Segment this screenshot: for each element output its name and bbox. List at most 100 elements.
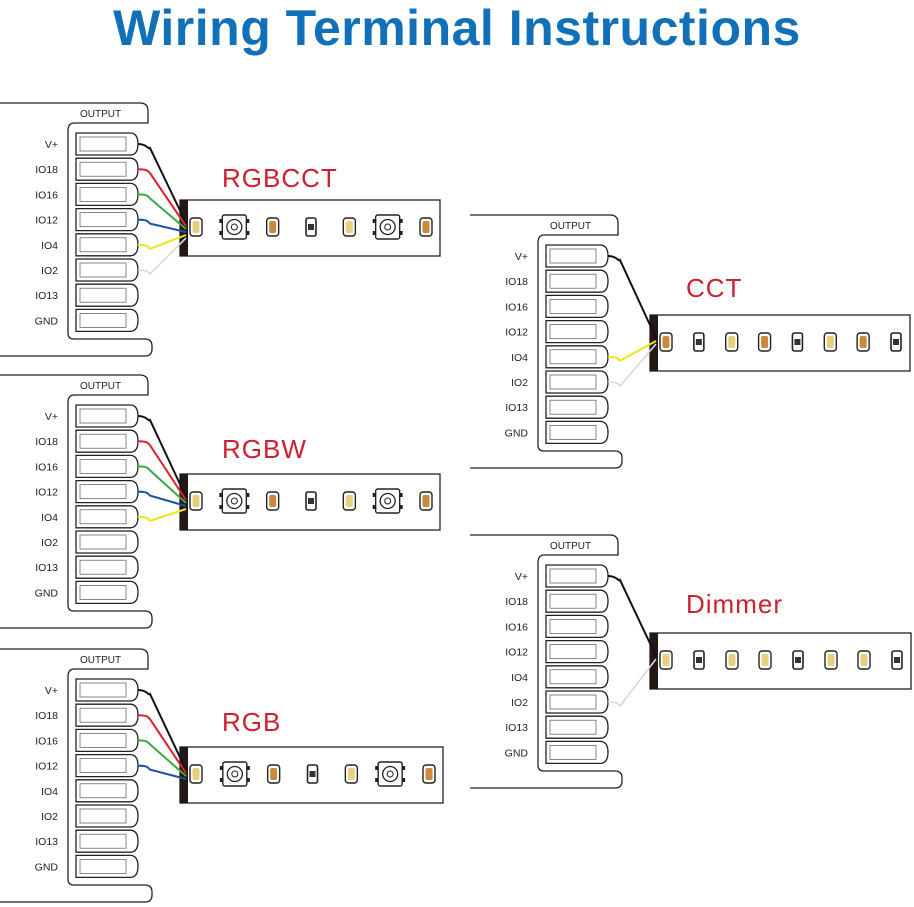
terminal-pin-0 bbox=[75, 404, 139, 428]
pin-label-3: IO12 bbox=[35, 761, 58, 773]
controller-housing bbox=[470, 214, 623, 469]
terminal-pin-3 bbox=[75, 479, 139, 504]
resistor-body-3 bbox=[308, 498, 314, 504]
pin-label-5: IO2 bbox=[511, 377, 528, 389]
terminal-screw-6 bbox=[79, 287, 127, 303]
terminal-pin-4 bbox=[545, 345, 609, 369]
pin-label-6: IO13 bbox=[505, 402, 528, 414]
wire-io18 bbox=[137, 168, 187, 227]
rgb-led-pad-5-0 bbox=[375, 766, 379, 770]
resistor-body-7 bbox=[894, 657, 900, 663]
warm-led-phosphor-2 bbox=[728, 654, 736, 666]
output-label: OUTPUT bbox=[80, 109, 121, 120]
rgb-led-pad-5-0 bbox=[372, 219, 376, 223]
rgb-led-pad-1-3 bbox=[246, 778, 250, 782]
resistor-body-7 bbox=[893, 339, 899, 345]
terminal-screw-1 bbox=[79, 707, 127, 723]
wire-vplus bbox=[607, 255, 657, 339]
rgb-led-pad-1-2 bbox=[246, 493, 250, 497]
rgb-led-pad-5-1 bbox=[372, 231, 376, 235]
pin-label-3: IO12 bbox=[35, 487, 58, 499]
terminal-screw-2 bbox=[549, 619, 597, 634]
amber-led-phosphor-6 bbox=[422, 221, 430, 233]
pin-label-5: IO2 bbox=[41, 811, 58, 823]
wire-vplus bbox=[137, 689, 187, 771]
terminal-screw-5 bbox=[79, 808, 127, 824]
terminal-pin-7 bbox=[545, 420, 609, 445]
pin-label-7: GND bbox=[35, 861, 59, 873]
terminal-pin-2 bbox=[75, 454, 139, 479]
pin-label-6: IO13 bbox=[35, 836, 58, 848]
rgb-led-pad-1-0 bbox=[219, 493, 223, 497]
amber-led-phosphor-6 bbox=[859, 336, 867, 348]
terminal-screw-7 bbox=[79, 585, 127, 600]
terminal-pin-3 bbox=[545, 319, 609, 344]
wire-io16 bbox=[137, 739, 187, 777]
pin-label-7: GND bbox=[505, 427, 529, 439]
resistor-body-3 bbox=[309, 771, 316, 777]
terminal-screw-5 bbox=[549, 374, 597, 390]
terminal-pin-3 bbox=[545, 639, 609, 664]
pin-label-5: IO2 bbox=[41, 265, 58, 277]
terminal-pin-5 bbox=[545, 690, 609, 714]
pin-label-0: V+ bbox=[45, 685, 58, 697]
terminal-screw-3 bbox=[79, 484, 127, 499]
pin-label-1: IO18 bbox=[35, 436, 58, 448]
terminal-pin-7 bbox=[75, 854, 139, 879]
rgb-led-pad-5-1 bbox=[372, 505, 376, 509]
terminal-pin-5 bbox=[545, 370, 609, 394]
pin-label-4: IO4 bbox=[41, 786, 58, 798]
led-strip bbox=[649, 314, 911, 372]
wire-io18 bbox=[137, 440, 187, 501]
terminal-pin-6 bbox=[75, 283, 139, 307]
controller-housing bbox=[0, 648, 153, 903]
resistor-body-3 bbox=[308, 224, 314, 230]
wire-io12 bbox=[137, 764, 187, 780]
terminal-screw-3 bbox=[549, 644, 597, 659]
rgb-led-pad-5-3 bbox=[399, 505, 403, 509]
warm-led-phosphor-0 bbox=[192, 495, 200, 507]
pin-label-7: GND bbox=[35, 315, 59, 327]
wire-io2 bbox=[607, 343, 657, 388]
warm-led-phosphor-2 bbox=[728, 336, 736, 348]
rgb-led-pad-5-2 bbox=[399, 219, 403, 223]
rgb-led-pad-1-1 bbox=[219, 778, 223, 782]
pin-label-1: IO18 bbox=[505, 276, 528, 288]
pin-label-4: IO4 bbox=[41, 240, 58, 252]
rgb-led-pad-1-2 bbox=[246, 219, 250, 223]
rgb-led-pad-1-0 bbox=[219, 219, 223, 223]
terminal-screw-2 bbox=[549, 299, 597, 314]
terminal-screw-7 bbox=[79, 313, 127, 328]
strip-label: RGB bbox=[222, 707, 281, 737]
terminal-screw-0 bbox=[549, 568, 597, 584]
terminal-screw-6 bbox=[549, 399, 597, 415]
rgb-led-pad-5-1 bbox=[375, 778, 379, 782]
resistor-body-1 bbox=[695, 339, 702, 345]
terminal-screw-5 bbox=[79, 534, 127, 550]
warm-led-phosphor-4 bbox=[347, 768, 355, 780]
terminal-pin-7 bbox=[75, 580, 139, 605]
terminal-pin-0 bbox=[75, 678, 139, 702]
pin-label-5: IO2 bbox=[511, 697, 528, 709]
page-title: Wiring Terminal Instructions bbox=[113, 0, 801, 56]
terminal-screw-6 bbox=[79, 559, 127, 575]
resistor-body-1 bbox=[696, 657, 702, 663]
terminal-screw-5 bbox=[549, 694, 597, 710]
strip-label: CCT bbox=[686, 273, 742, 303]
rgb-led-die-5 bbox=[386, 770, 394, 778]
terminal-pin-3 bbox=[75, 207, 139, 232]
terminal-screw-3 bbox=[549, 324, 597, 339]
terminal-screw-1 bbox=[549, 593, 597, 609]
wire-io16 bbox=[137, 465, 187, 504]
rgb-led-pad-5-3 bbox=[399, 231, 403, 235]
terminal-pin-1 bbox=[75, 157, 139, 181]
terminal-screw-6 bbox=[79, 833, 127, 849]
pin-label-7: GND bbox=[505, 747, 529, 759]
terminal-pin-5 bbox=[75, 258, 139, 282]
terminal-pin-1 bbox=[545, 269, 609, 293]
pin-label-1: IO18 bbox=[35, 164, 58, 176]
terminal-screw-7 bbox=[549, 425, 597, 440]
